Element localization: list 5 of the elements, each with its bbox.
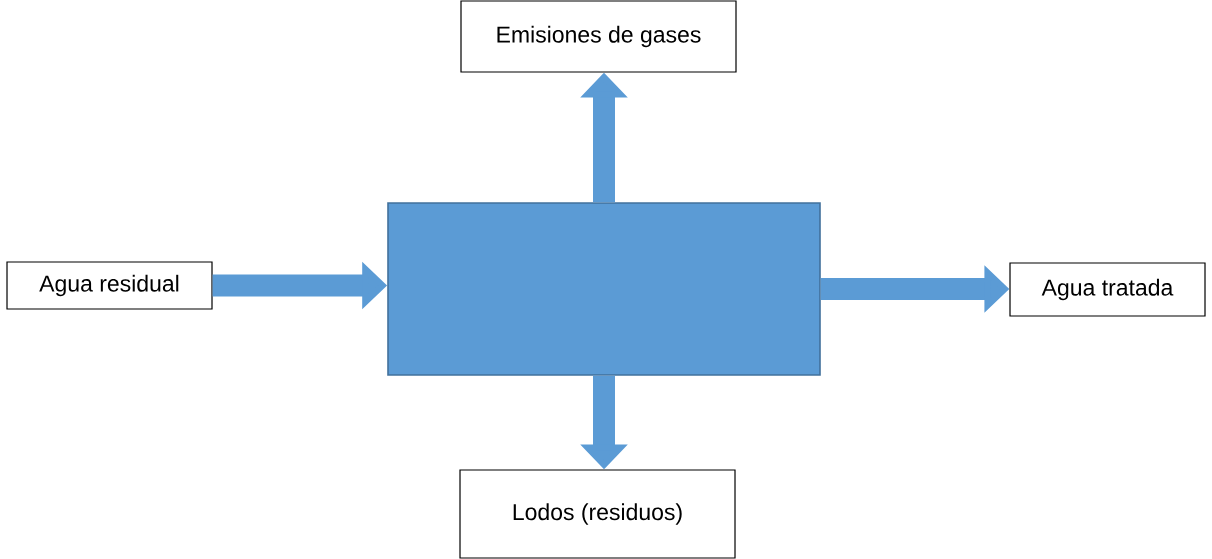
text-box: Agua residual <box>6 261 213 310</box>
process-box <box>387 202 821 376</box>
text-box: Emisiones de gases <box>460 0 737 73</box>
text-box: Lodos (residuos) <box>459 469 736 559</box>
text-box: Agua tratada <box>1009 262 1206 317</box>
